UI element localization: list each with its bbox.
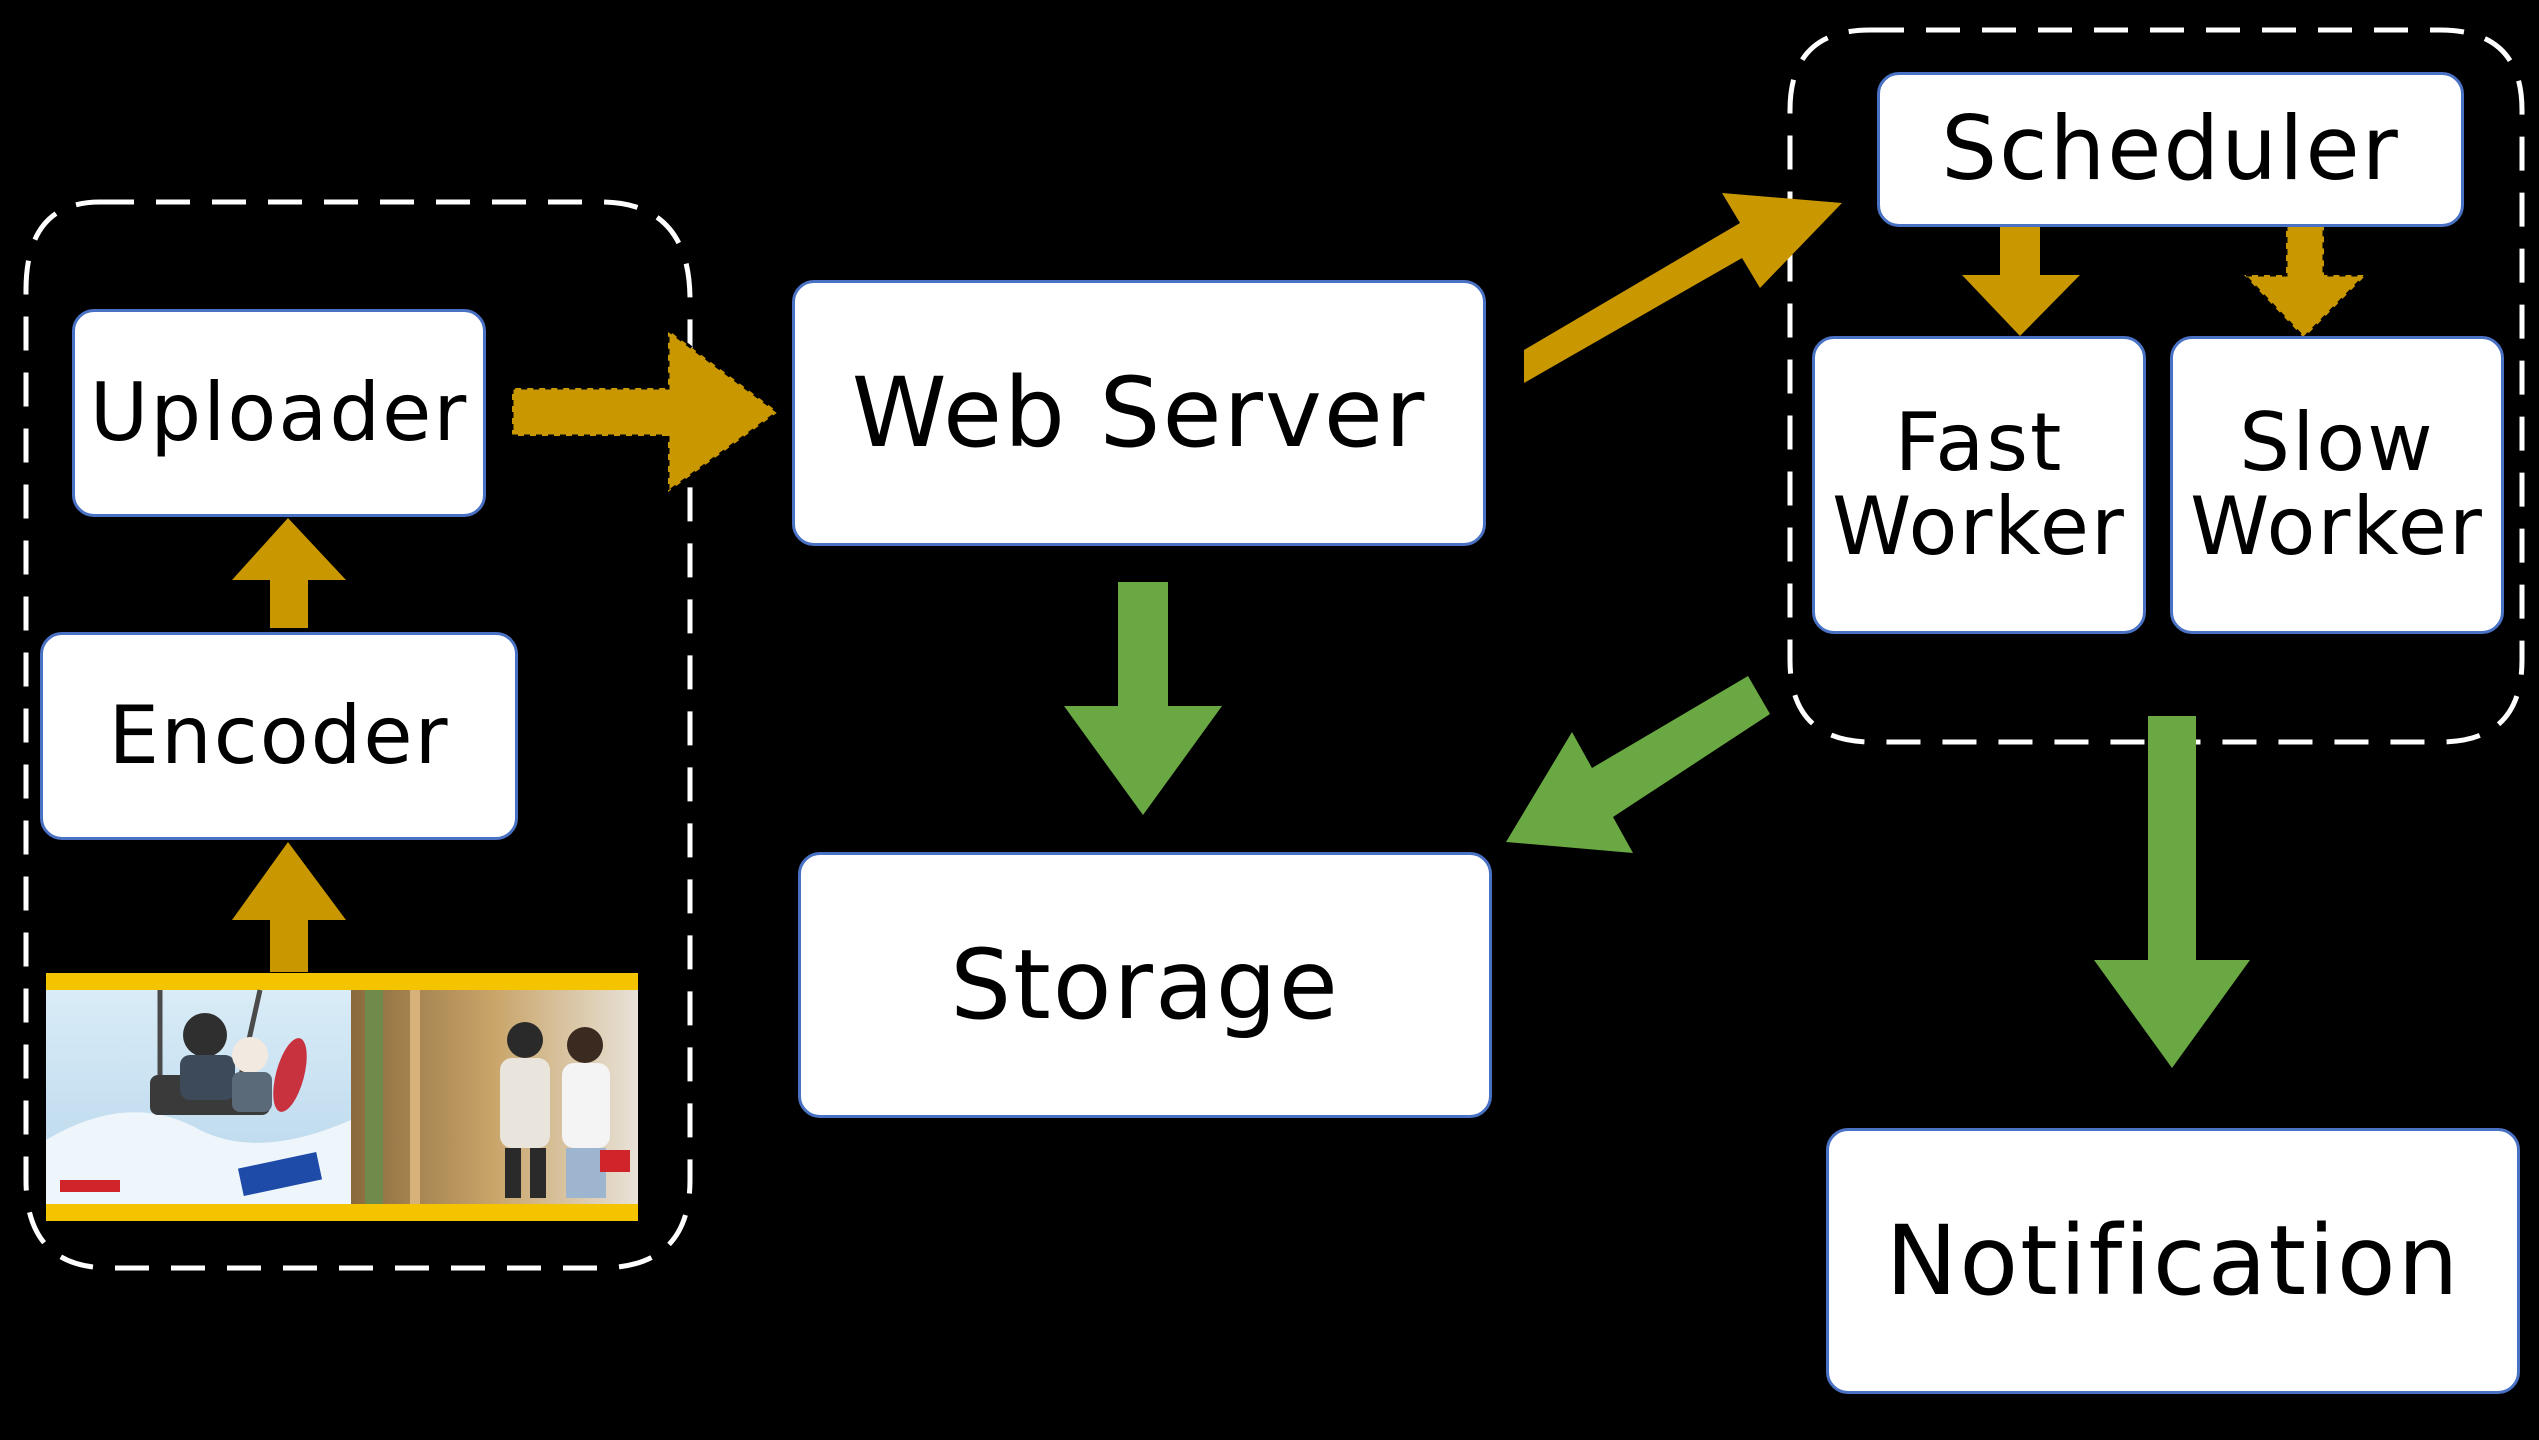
arrow-scheduler-to-fast-worker <box>1962 225 2080 336</box>
notification-label: Notification <box>1885 1204 2461 1317</box>
storage-node: Storage <box>798 852 1492 1118</box>
web-server-node: Web Server <box>792 280 1486 546</box>
arrow-scheduler-to-slow-worker <box>2240 223 2370 341</box>
client-group-border <box>23 199 693 1271</box>
arrow-thumbnails-to-encoder <box>232 842 346 972</box>
arrow-uploader-to-webserver <box>510 327 781 495</box>
fast-worker-label: Fast Worker <box>1832 396 2126 573</box>
slow-worker-node: Slow Worker <box>2170 336 2504 634</box>
notification-node: Notification <box>1826 1128 2520 1394</box>
scheduler-node: Scheduler <box>1877 72 2464 227</box>
web-server-label: Web Server <box>851 356 1427 469</box>
arrow-encoder-to-uploader <box>232 518 346 628</box>
uploader-label: Uploader <box>89 366 469 459</box>
encoder-node: Encoder <box>40 632 518 840</box>
arrow-webserver-to-scheduler <box>1524 193 1842 383</box>
storage-label: Storage <box>950 928 1340 1041</box>
video-thumbnails <box>46 973 638 1221</box>
arrow-webserver-to-storage <box>1064 582 1222 815</box>
fast-worker-node: Fast Worker <box>1812 336 2146 634</box>
encoder-label: Encoder <box>108 689 450 782</box>
scheduler-label: Scheduler <box>1941 97 2400 201</box>
arrow-processing-to-storage <box>1506 676 1770 853</box>
arrow-processing-to-notification <box>2094 716 2250 1068</box>
slow-worker-label: Slow Worker <box>2190 396 2484 573</box>
uploader-node: Uploader <box>72 309 486 517</box>
